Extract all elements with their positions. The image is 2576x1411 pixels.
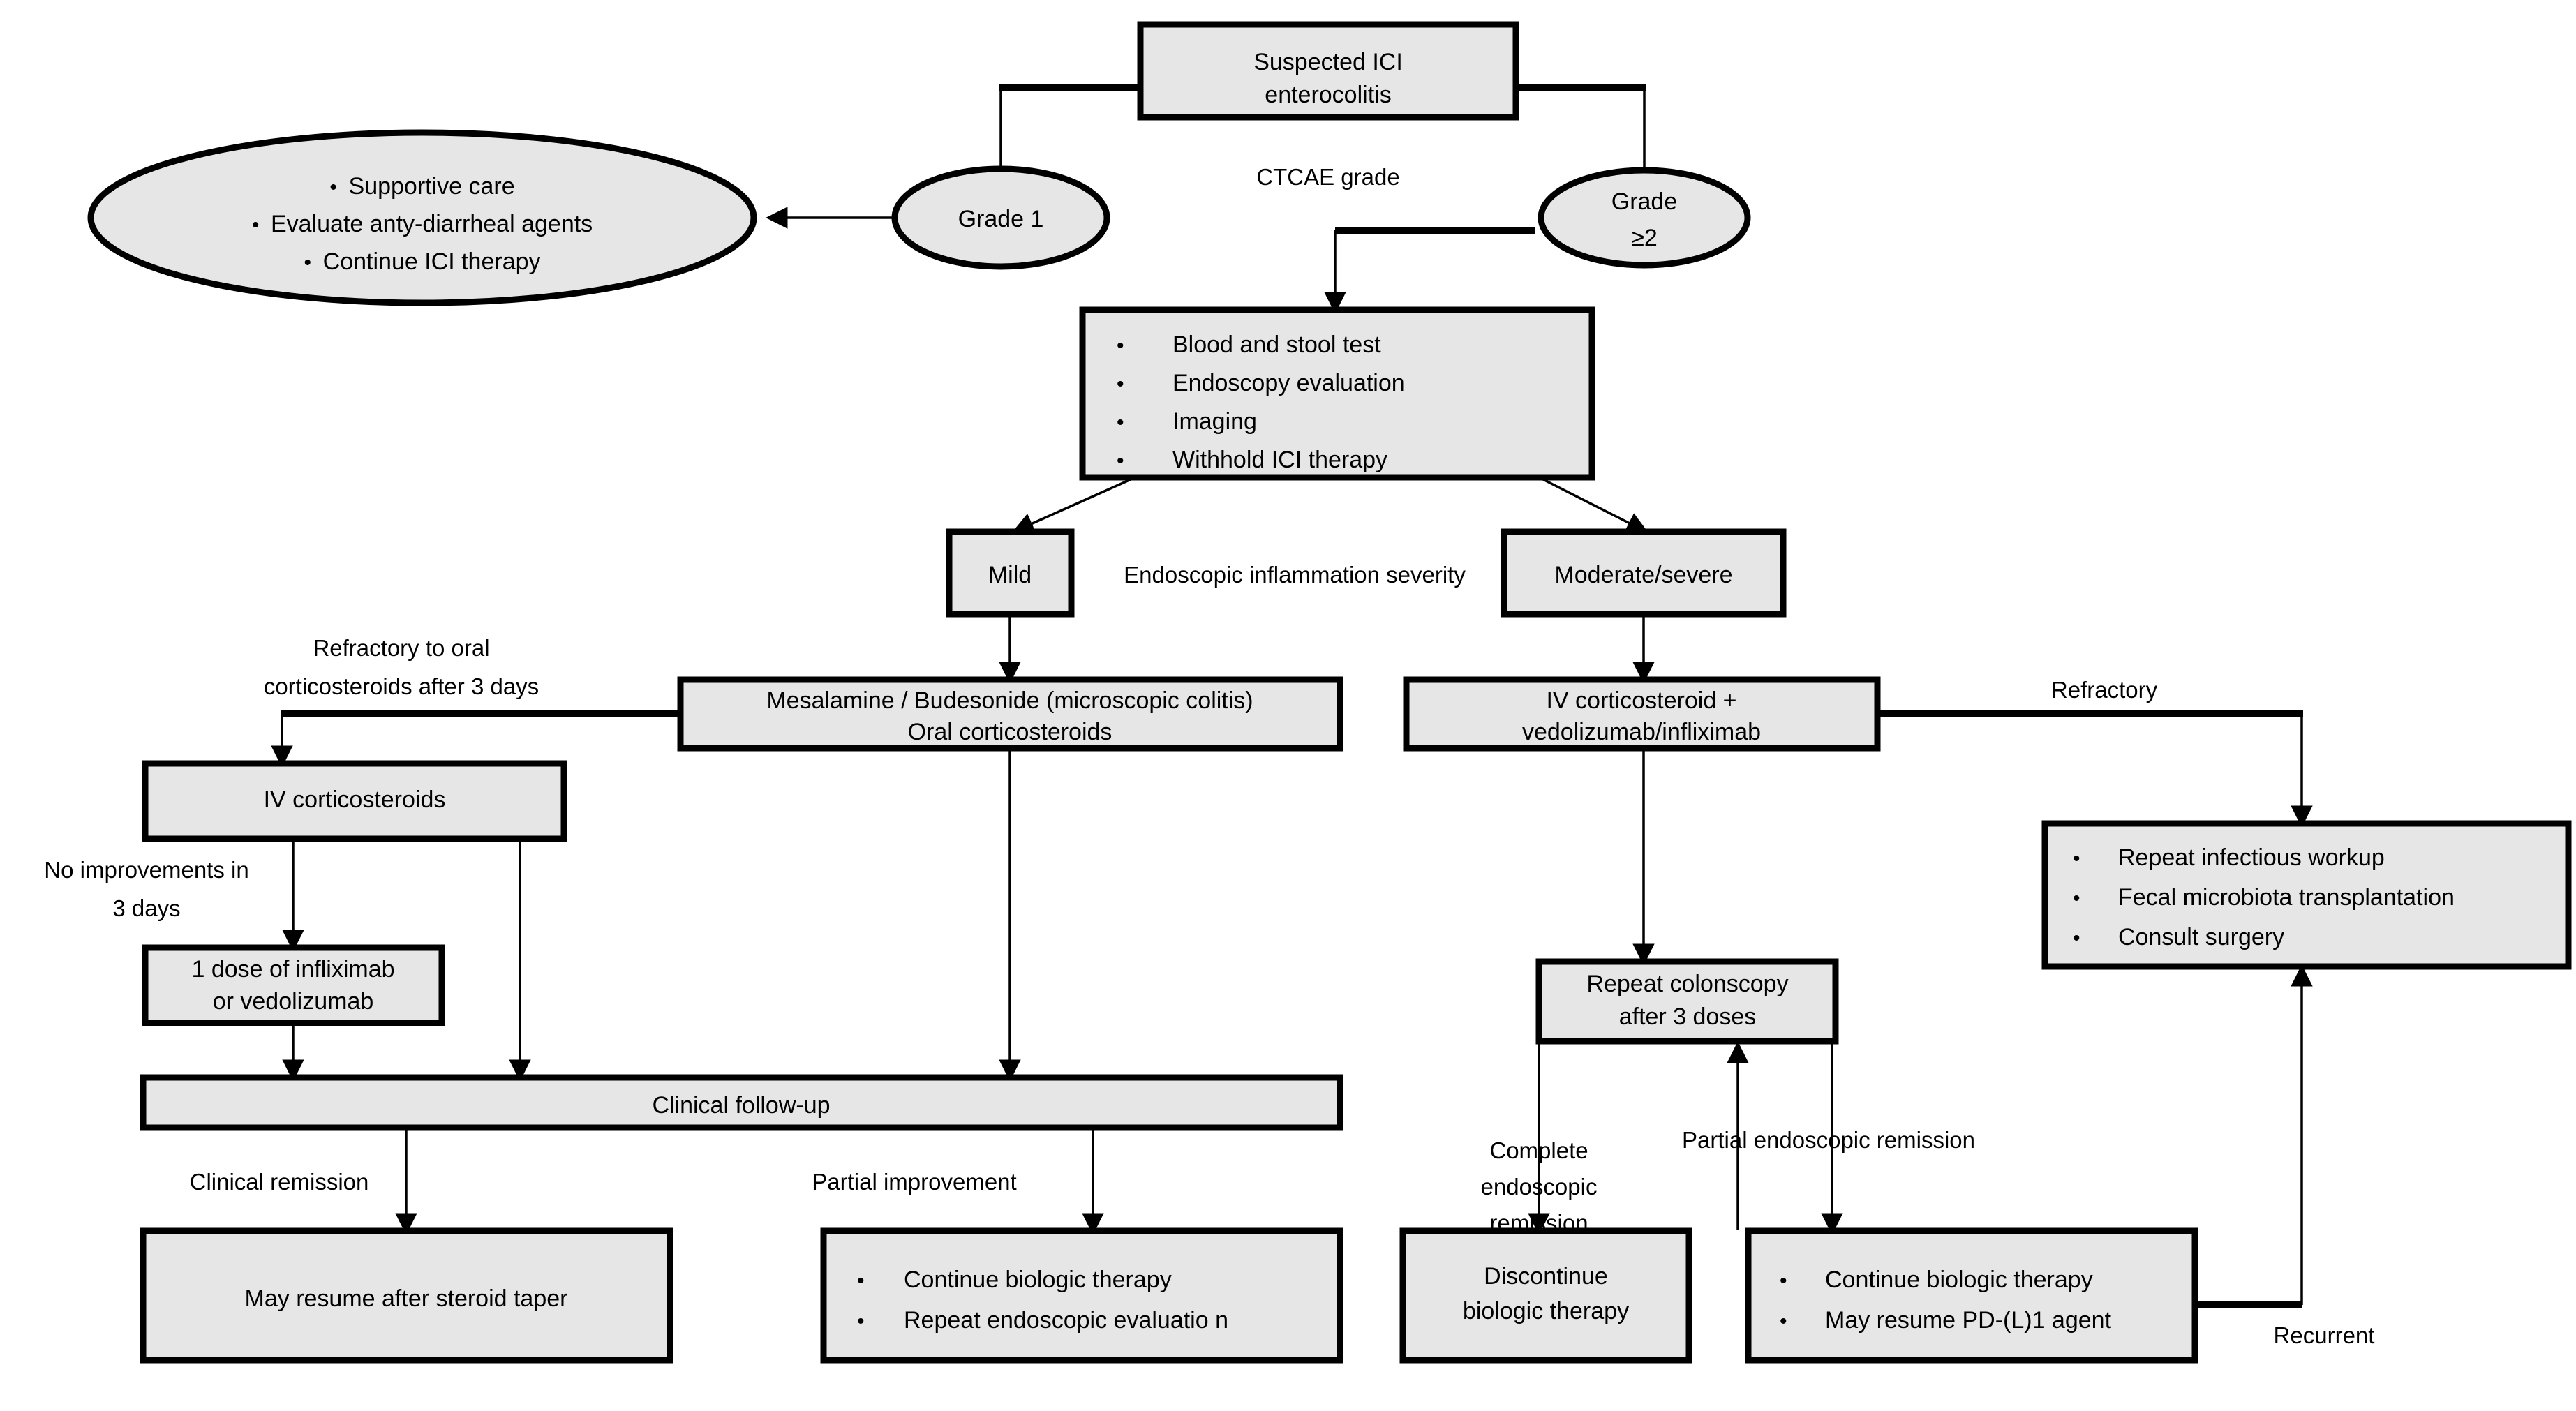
node-grade1-label: Grade 1: [958, 206, 1044, 232]
refractory-workup-items: •Repeat infectious workup •Fecal microbi…: [2073, 844, 2455, 950]
edge-label-complete-remission-2: endoscopic: [1481, 1174, 1598, 1200]
node-discontinue-line2: biologic therapy: [1463, 1298, 1629, 1324]
continue-left-item-1: Repeat endoscopic evaluatio n: [904, 1307, 1228, 1334]
node-iv-corticosteroid-plus-biologic[interactable]: IV corticosteroid + vedolizumab/inflixim…: [1403, 676, 1881, 752]
node-grade-2-or-more[interactable]: Grade ≥2: [1538, 167, 1751, 269]
edge-label-complete-remission-1: Complete: [1489, 1137, 1588, 1163]
workup-item-2: Imaging: [1172, 408, 1257, 435]
edges: [271, 84, 2313, 1308]
svg-text:•Consult surgery: •Consult surgery: [2073, 924, 2284, 950]
node-ivvedo-line1: IV corticosteroid +: [1546, 687, 1736, 714]
node-mesalamine-budesonide[interactable]: Mesalamine / Budesonide (microscopic col…: [677, 676, 1343, 752]
node-grade-1[interactable]: Grade 1: [891, 165, 1110, 270]
node-clinical-followup[interactable]: Clinical follow-up: [140, 1074, 1343, 1131]
node-mild-label: Mild: [988, 562, 1032, 588]
edge-label-partial-remission: Partial endoscopic remission: [1682, 1127, 1975, 1153]
svg-text:• Supportive care: • Supportive care: [329, 173, 514, 200]
node-mayresume-label: May resume after steroid taper: [245, 1285, 568, 1312]
node-ivvedo-line2: vedolizumab/infliximab: [1522, 719, 1761, 745]
svg-text:•Repeat endoscopic evaluatio: •Repeat endoscopic evaluatio n: [857, 1307, 1228, 1334]
edge-label-ctcae: CTCAE grade: [1256, 164, 1399, 190]
continue-right-item-0: Continue biologic therapy: [1825, 1267, 2093, 1293]
node-workup[interactable]: •Blood and stool test •Endoscopy evaluat…: [1079, 306, 1595, 481]
svg-text:•Imaging: •Imaging: [1117, 408, 1257, 435]
node-continue-biologic-left[interactable]: •Continue biologic therapy •Repeat endos…: [820, 1227, 1343, 1364]
node-moderate-label: Moderate/severe: [1554, 562, 1732, 588]
svg-text:•Continue biologic therapy: •Continue biologic therapy: [1780, 1267, 2093, 1293]
node-mild[interactable]: Mild: [946, 528, 1075, 618]
node-refractory-workup[interactable]: •Repeat infectious workup •Fecal microbi…: [2041, 820, 2572, 970]
node-iv-corticosteroids[interactable]: IV corticosteroids: [142, 760, 567, 842]
svg-text:•Repeat infectious workup: •Repeat infectious workup: [2073, 844, 2385, 871]
node-onedose-line2: or vedolizumab: [213, 988, 374, 1015]
node-grade2-line2: ≥2: [1631, 225, 1658, 251]
edge-label-no-improvement-2: 3 days: [112, 895, 180, 921]
edge-label-endoscopic-severity: Endoscopic inflammation severity: [1124, 562, 1466, 588]
edge-label-no-improvement-1: No improvements in: [44, 857, 248, 883]
svg-text:•Endoscopy evaluation: •Endoscopy evaluation: [1117, 370, 1405, 396]
workup-item-1: Endoscopy evaluation: [1172, 370, 1405, 396]
node-suspected-ici-enterocolitis[interactable]: Suspected ICI enterocolitis: [1137, 21, 1519, 121]
svg-text:•Blood and stool test: •Blood and stool test: [1117, 331, 1381, 358]
node-discontinue-biologic[interactable]: Discontinue biologic therapy: [1399, 1227, 1692, 1364]
node-moderate-severe[interactable]: Moderate/severe: [1501, 528, 1787, 618]
svg-text:• Continue ICI therapy: • Continue ICI therapy: [304, 248, 540, 275]
node-onedose-line1: 1 dose of infliximab: [191, 956, 394, 983]
node-followup-label: Clinical follow-up: [652, 1092, 830, 1119]
edge-label-refractory-oral-2: corticosteroids after 3 days: [264, 673, 539, 699]
svg-text:•Fecal microbiota transplanta: •Fecal microbiota transplantation: [2073, 884, 2455, 911]
node-mesalamine-line1: Mesalamine / Budesonide (microscopic col…: [766, 687, 1253, 714]
supportive-item-0: Supportive care: [349, 173, 515, 200]
node-suspected-line1: Suspected ICI: [1253, 49, 1403, 75]
node-mesalamine-line2: Oral corticosteroids: [908, 719, 1112, 745]
workup-item-0: Blood and stool test: [1172, 331, 1381, 358]
node-supportive-care[interactable]: • Supportive care • Evaluate anty-diarrh…: [87, 129, 757, 306]
node-grade2-line1: Grade: [1611, 188, 1678, 215]
node-colonoscopy-line2: after 3 doses: [1619, 1003, 1757, 1030]
node-colonoscopy-line1: Repeat colonscopy: [1586, 971, 1788, 997]
svg-text:•Continue biologic therapy: •Continue biologic therapy: [857, 1267, 1172, 1293]
edge-label-partial-improvement: Partial improvement: [812, 1169, 1016, 1195]
svg-text:• Evaluate anty-diarrheal a: • Evaluate anty-diarrheal agents: [252, 211, 593, 237]
continue-right-item-1: May resume PD-(L)1 agent: [1825, 1307, 2112, 1334]
svg-text:•Withhold ICI therapy: •Withhold ICI therapy: [1117, 447, 1387, 473]
workup-items: •Blood and stool test •Endoscopy evaluat…: [1117, 331, 1405, 473]
edge-workup-mild: [1011, 476, 1136, 534]
refractory-item-2: Consult surgery: [2118, 924, 2284, 950]
edge-label-refractory: Refractory: [2051, 677, 2158, 703]
node-ivc-label: IV corticosteroids: [264, 786, 446, 813]
workup-item-3: Withhold ICI therapy: [1172, 447, 1387, 473]
edge-label-clinical-remission: Clinical remission: [190, 1169, 369, 1195]
refractory-item-1: Fecal microbiota transplantation: [2118, 884, 2455, 911]
supportive-items: • Supportive care • Evaluate anty-diarrh…: [252, 173, 593, 275]
node-suspected-line2: enterocolitis: [1265, 82, 1391, 108]
continue-left-item-0: Continue biologic therapy: [904, 1267, 1172, 1293]
node-one-dose-biologic[interactable]: 1 dose of infliximab or vedolizumab: [142, 944, 445, 1026]
node-discontinue-line1: Discontinue: [1484, 1263, 1608, 1290]
supportive-item-2: Continue ICI therapy: [323, 248, 541, 275]
refractory-item-0: Repeat infectious workup: [2118, 844, 2385, 871]
edge-workup-moderate: [1538, 476, 1649, 533]
node-may-resume-steroid-taper[interactable]: May resume after steroid taper: [140, 1227, 673, 1364]
node-repeat-colonoscopy[interactable]: Repeat colonscopy after 3 doses: [1535, 958, 1839, 1045]
edge-label-refractory-oral-1: Refractory to oral: [313, 635, 489, 661]
node-continue-biologic-right[interactable]: •Continue biologic therapy •May resume P…: [1745, 1227, 2198, 1364]
supportive-item-1: Evaluate anty-diarrheal agents: [271, 211, 593, 237]
edge-label-recurrent: Recurrent: [2274, 1322, 2375, 1348]
svg-text:•May resume PD-(L)1 agent: •May resume PD-(L)1 agent: [1780, 1307, 2112, 1334]
